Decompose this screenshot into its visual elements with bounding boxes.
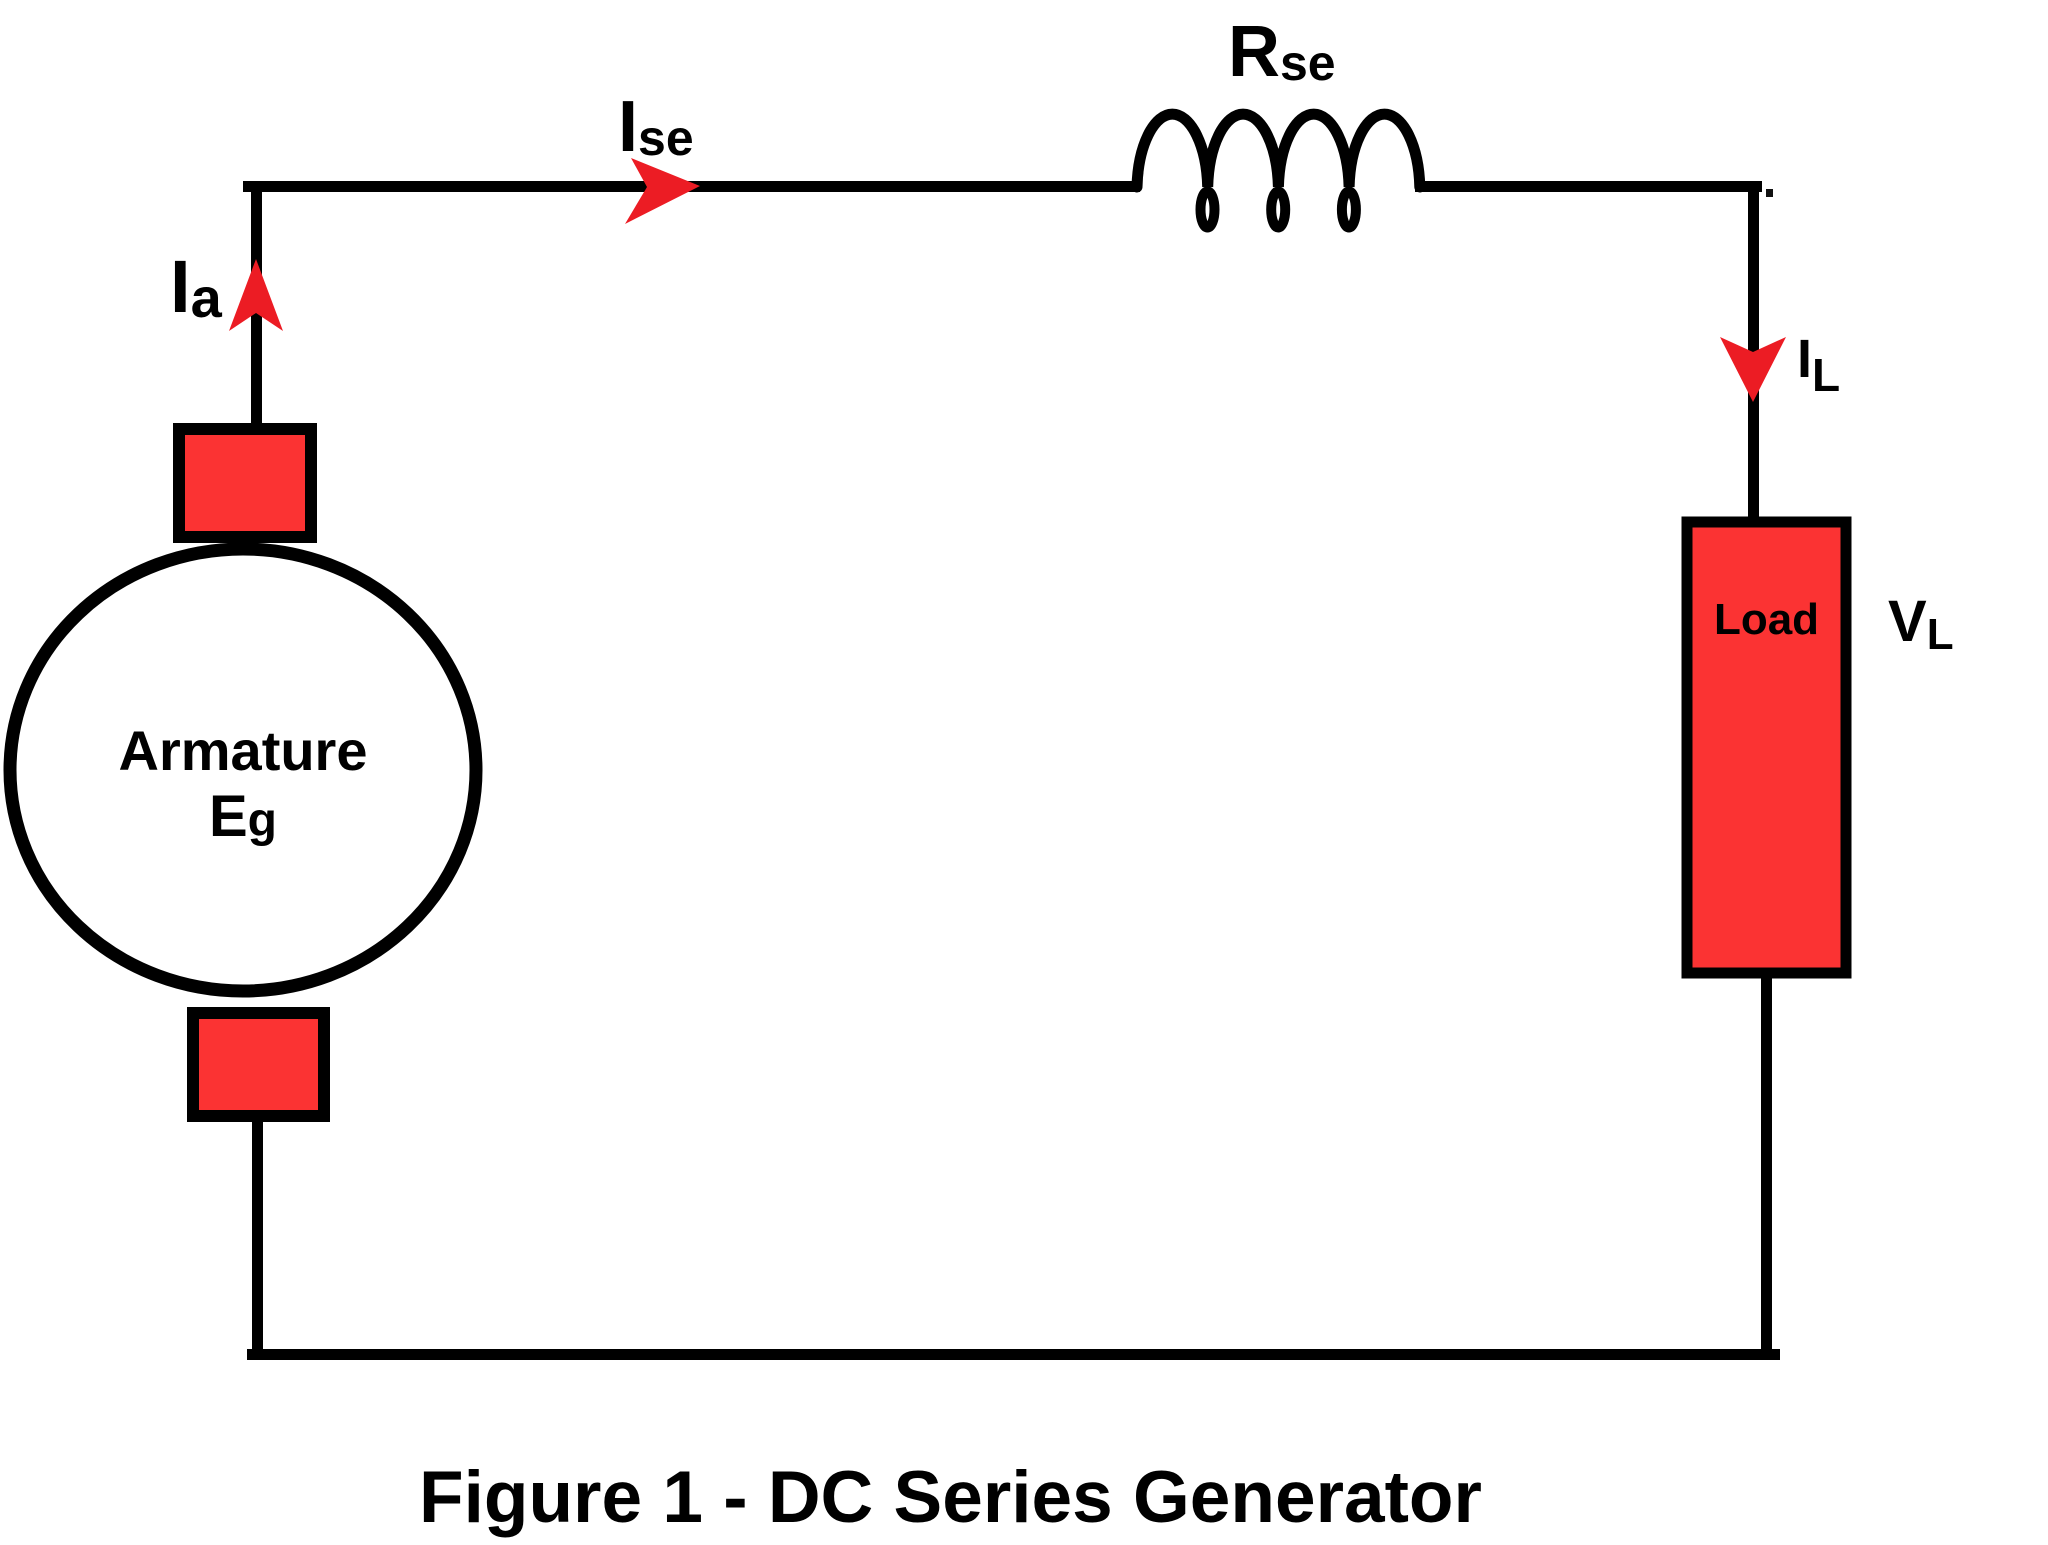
load-voltage-symbol: V <box>1888 589 1927 654</box>
load-current-subscript: L <box>1812 349 1841 401</box>
brush-bottom <box>187 1007 330 1122</box>
inductor-coil-icon <box>1131 108 1426 193</box>
left-wire-lower <box>252 1117 263 1360</box>
series-current-symbol: I <box>618 87 639 167</box>
armature-name-text: Armature <box>118 719 368 782</box>
armature-current-label: Ia <box>170 250 222 326</box>
armature-current-subscript: a <box>190 266 222 329</box>
figure-caption: Figure 1 - DC Series Generator <box>419 1457 1482 1538</box>
inductor-loop-3 <box>1336 186 1361 233</box>
top-wire-right-segment <box>1415 181 1762 192</box>
load-current-label: IL <box>1797 332 1840 398</box>
armature-emf-subscript: g <box>247 794 277 847</box>
current-arrow-right-icon <box>625 158 700 224</box>
armature-emf-symbol: E <box>208 784 248 849</box>
armature-current-symbol: I <box>170 245 191 328</box>
brush-top <box>173 423 317 543</box>
inductor-loop-1 <box>1195 186 1220 233</box>
series-resistance-label: Rse <box>1228 16 1336 88</box>
top-right-corner-mark <box>1766 189 1773 197</box>
current-arrow-up-icon <box>229 259 283 331</box>
load-text: Load <box>1713 595 1820 644</box>
series-current-subscript: se <box>638 110 694 166</box>
right-wire-lower <box>1761 975 1772 1360</box>
series-resistance-subscript: se <box>1280 35 1336 91</box>
series-resistance-symbol: R <box>1228 12 1280 92</box>
load-current-symbol: I <box>1797 329 1813 389</box>
load-voltage-subscript: L <box>1926 610 1954 659</box>
bottom-wire <box>247 1349 1780 1360</box>
load-box <box>1681 516 1852 979</box>
current-arrow-down-icon <box>1720 337 1786 402</box>
load-voltage-label: VL <box>1888 593 1954 657</box>
series-current-label: Ise <box>618 91 694 163</box>
armature-emf-label: Eg <box>43 788 443 846</box>
armature-circle <box>3 542 483 998</box>
inductor-loop-2 <box>1266 186 1291 233</box>
